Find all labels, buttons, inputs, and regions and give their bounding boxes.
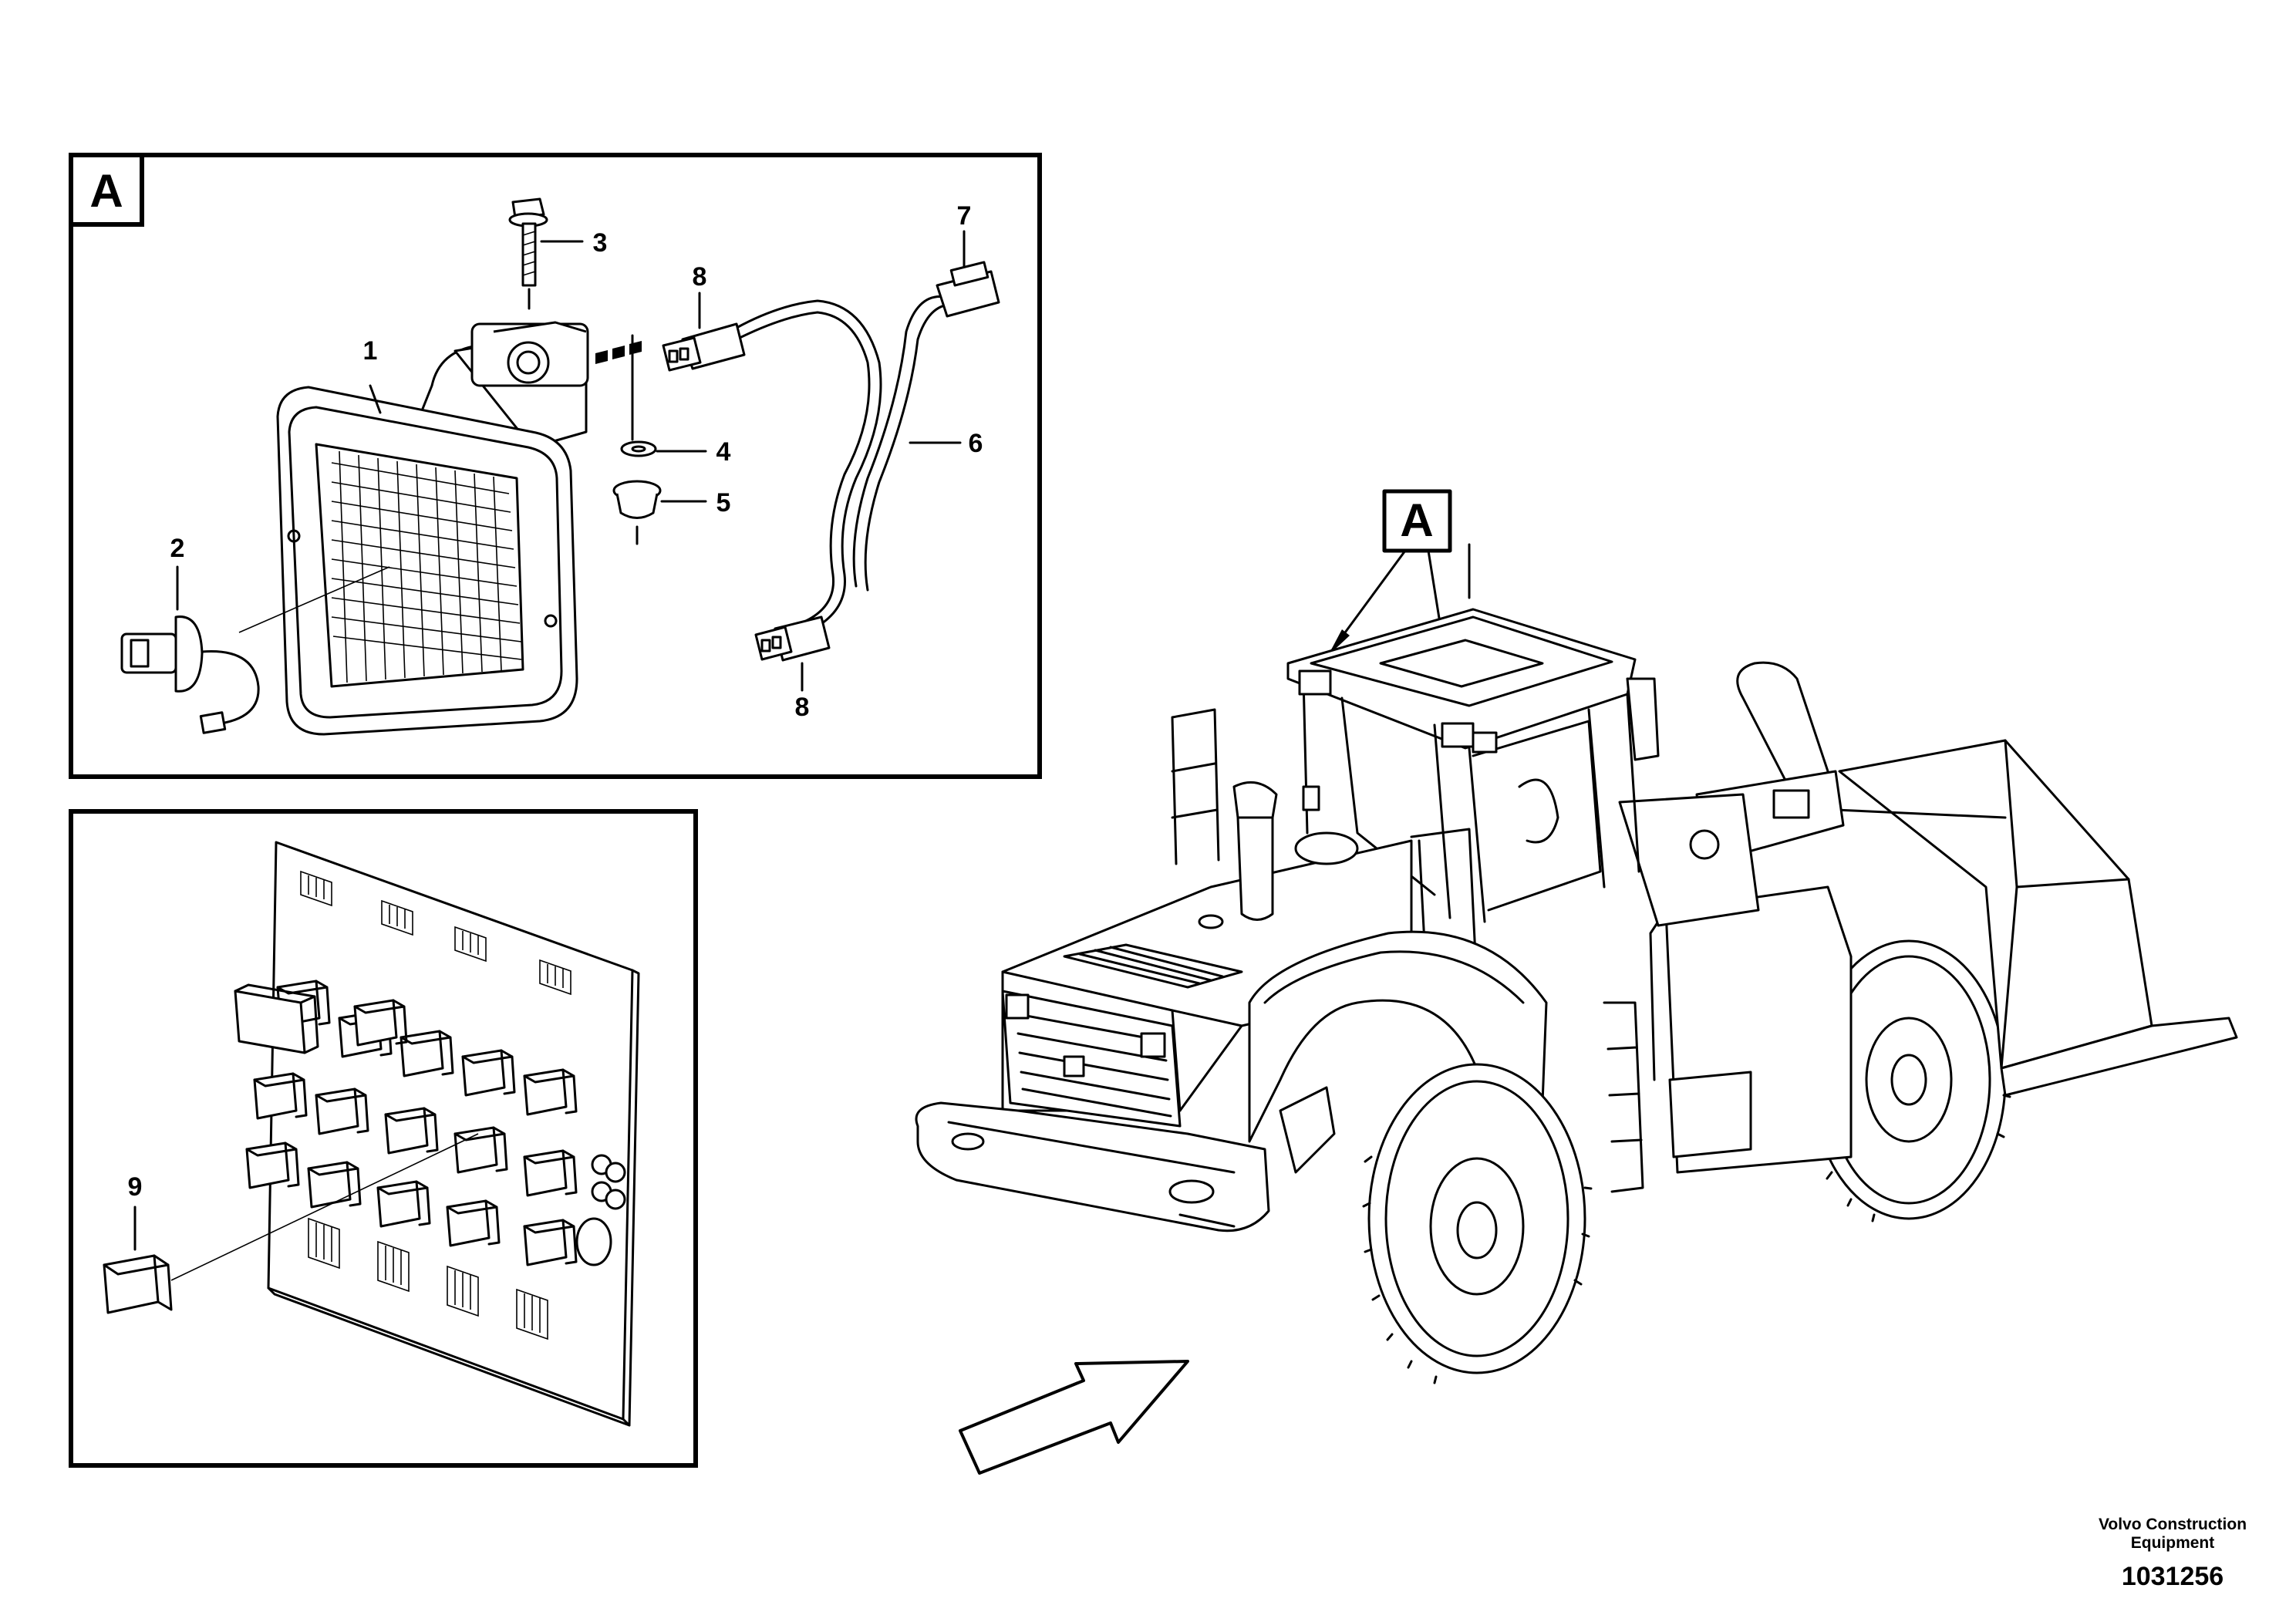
callout-9: 9 <box>128 1172 143 1202</box>
panel-a-label-box <box>69 153 144 227</box>
callout-1: 1 <box>363 336 378 366</box>
work-lamp-housing <box>276 321 589 736</box>
front-wheel <box>1362 1063 1593 1384</box>
board-relay <box>307 1161 362 1209</box>
brand-line-1: Volvo Construction <box>2099 1516 2247 1533</box>
screw <box>508 197 584 310</box>
callout-5: 5 <box>716 488 731 518</box>
direction-arrow <box>959 1360 1189 1475</box>
board-relay <box>400 1030 454 1077</box>
nut <box>612 480 707 545</box>
board-relay <box>461 1049 516 1097</box>
relay-board <box>234 841 640 1427</box>
board-relay <box>253 1072 308 1120</box>
mounting-line <box>595 341 642 364</box>
callout-4: 4 <box>716 437 731 467</box>
callout-8-lower: 8 <box>795 693 810 722</box>
cab-lamp-center <box>1441 722 1475 748</box>
relay <box>103 1133 479 1314</box>
relay-panel-frame <box>69 809 698 1468</box>
view-label: A <box>1400 494 1433 546</box>
board-relay <box>523 1149 578 1197</box>
board-relay <box>446 1199 501 1247</box>
wiring-harness <box>735 295 962 630</box>
callout-7: 7 <box>957 201 972 231</box>
board-relay <box>315 1088 369 1135</box>
board-relay <box>384 1107 439 1155</box>
bulb <box>120 565 390 734</box>
board-relay <box>245 1141 300 1189</box>
document-number: 1031256 <box>2122 1562 2224 1591</box>
brand-line-2: Equipment <box>2131 1534 2215 1552</box>
access-steps <box>1603 1001 1644 1193</box>
connector-8-upper <box>662 292 746 372</box>
wheel-loader-drawing: A <box>915 489 2238 1475</box>
board-relay <box>523 1068 578 1116</box>
callout-3: 3 <box>593 228 608 258</box>
relay-board-panel: 9 <box>69 809 698 1468</box>
work-lamp-detail-panel: A 1 <box>69 153 1042 779</box>
rear-body <box>1618 793 1853 1174</box>
callout-8-upper: 8 <box>693 262 707 292</box>
connector-7 <box>936 230 1000 318</box>
panel-a-frame <box>69 153 1042 779</box>
cab-lamp-left <box>1298 669 1332 696</box>
view-label-box <box>1382 489 1452 553</box>
panel-a-label: A <box>89 165 123 217</box>
connector-8-lower <box>754 615 831 692</box>
engine-hood <box>915 781 1548 1233</box>
board-relay <box>353 999 408 1047</box>
board-relay <box>523 1219 578 1266</box>
callout-6: 6 <box>969 429 983 458</box>
callout-2: 2 <box>170 534 185 563</box>
board-relay <box>376 1180 431 1228</box>
